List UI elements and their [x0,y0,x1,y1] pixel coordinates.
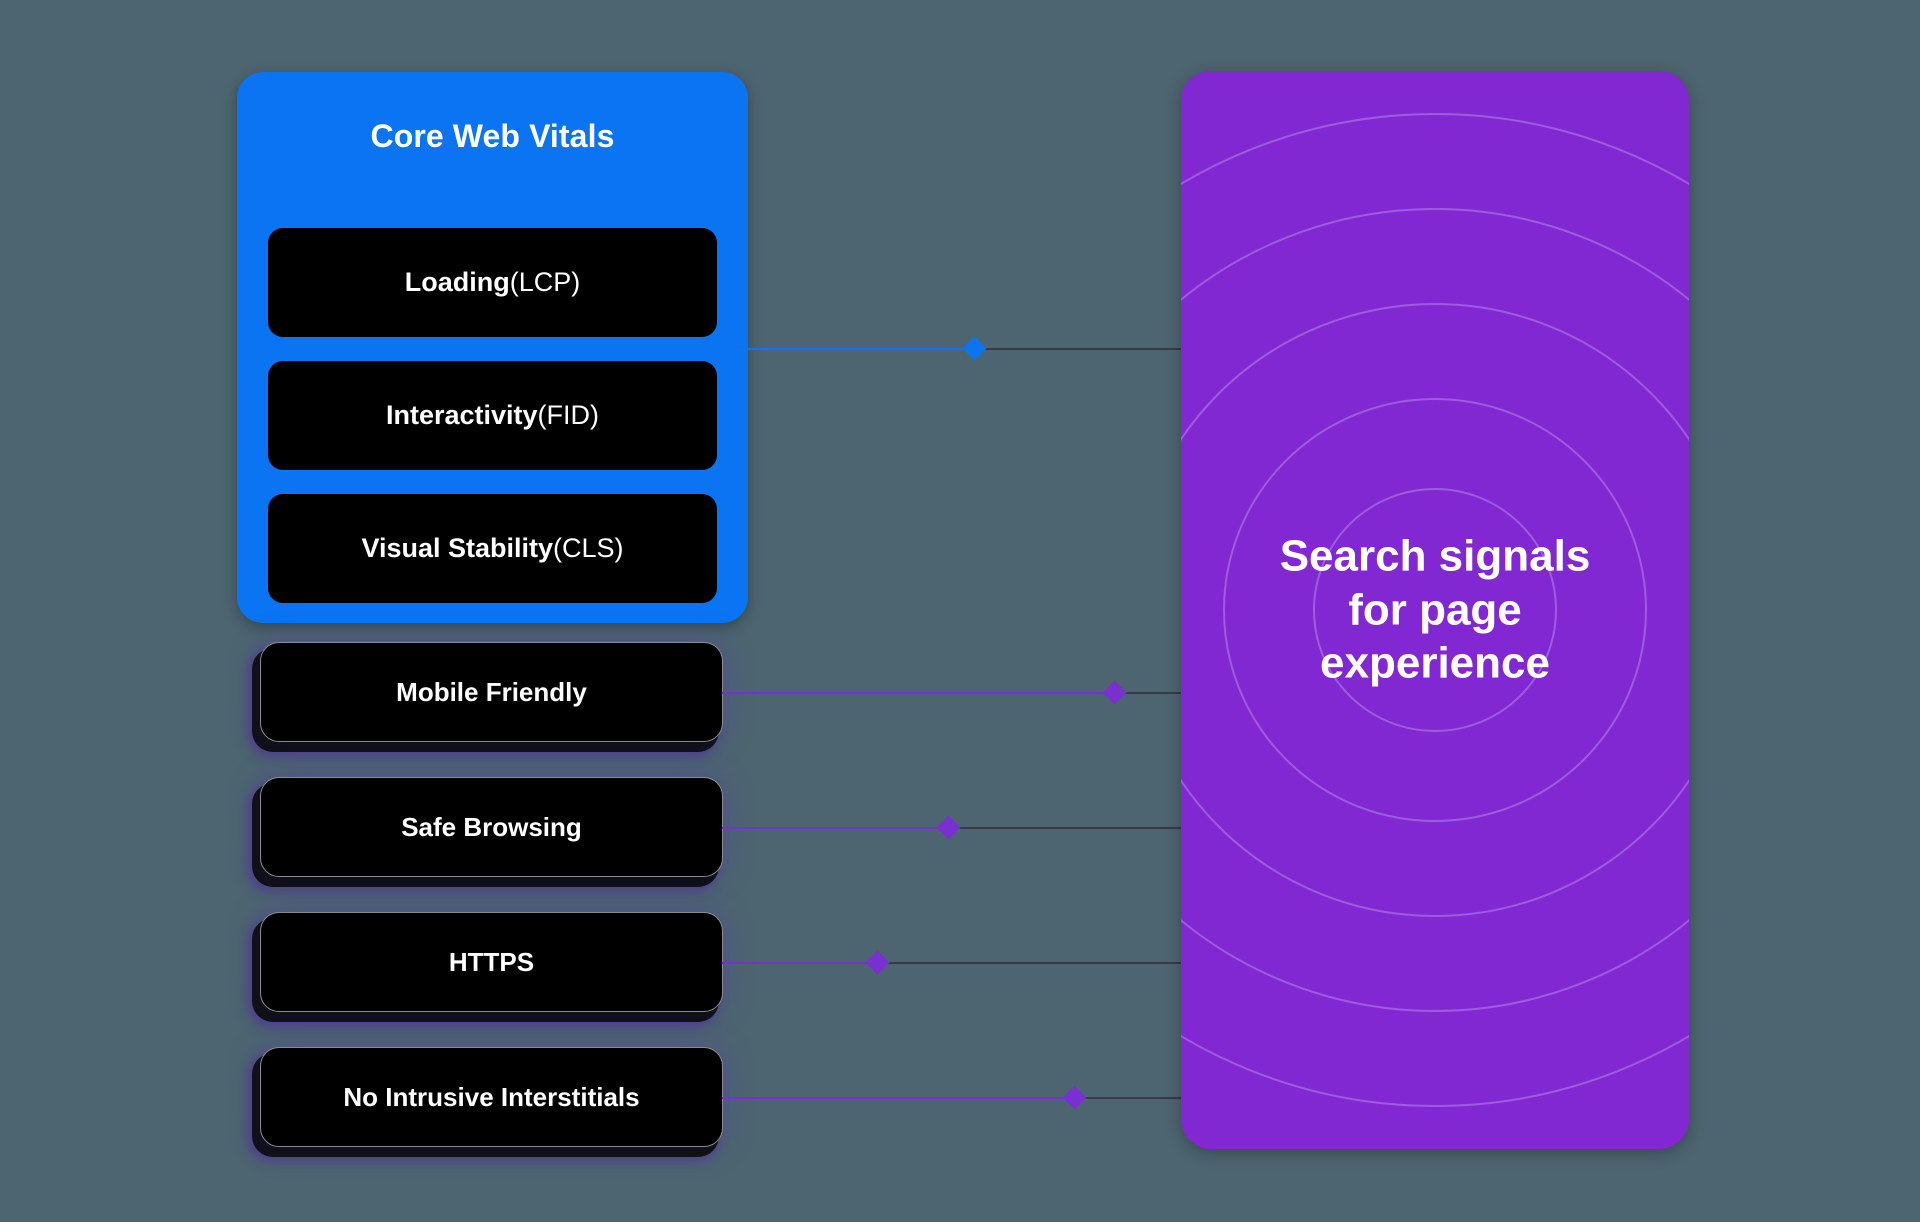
vital-label-name: Interactivity [385,400,538,430]
connector-segment [722,1097,1074,1099]
search-signals-panel: Search signals for page experience [1181,71,1689,1149]
connector-diamond-icon [865,950,890,975]
signal-box-no-intrusive-interstitials: No Intrusive Interstitials [260,1047,723,1147]
vital-box-visual-stability: Visual Stability (CLS) [268,494,717,603]
vital-label-abbr: (FID) [537,400,600,430]
connector-segment [722,962,877,964]
connector-diamond-icon [936,815,961,840]
vital-box-loading: Loading (LCP) [268,228,717,337]
connector-diamond-icon [1102,680,1127,705]
connector-diamond-icon [962,336,987,361]
core-web-vitals-title: Core Web Vitals [370,118,615,154]
connector-mobile-friendly [722,680,1182,705]
vital-label-abbr: (LCP) [509,267,581,297]
connector-segment [722,827,948,829]
connector-safe-browsing [722,815,1182,840]
connector-core-web-vitals [744,336,1181,361]
connector-segment [722,692,1114,694]
connector-no-intrusive-interstitials [722,1085,1182,1110]
connector-https [722,950,1182,975]
search-signals-title: Search signals for page experience [1279,531,1591,688]
core-web-vitals-card: Core Web Vitals Loading (LCP) Interactiv… [237,72,748,623]
connector-diamond-icon [1062,1085,1087,1110]
vital-label-name: Loading [404,267,510,297]
vital-box-interactivity: Interactivity (FID) [268,361,717,470]
signal-box-safe-browsing: Safe Browsing [260,777,723,877]
signal-box-https: HTTPS [260,912,723,1012]
vital-label-abbr: (CLS) [553,533,624,563]
vital-label-name: Visual Stability [361,533,554,563]
connector-segment [744,348,974,350]
signal-box-mobile-friendly: Mobile Friendly [260,642,723,742]
